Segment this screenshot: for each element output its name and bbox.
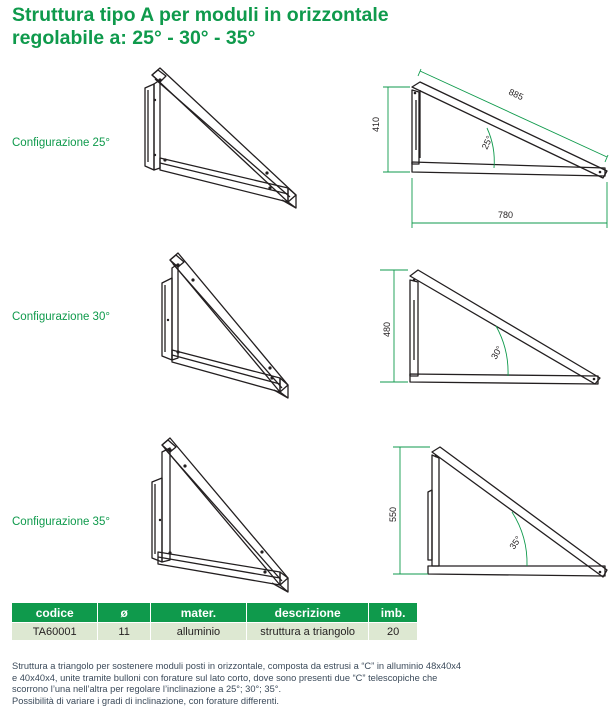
title-line-2: regolabile a: 25° - 30° - 35° xyxy=(12,27,256,49)
side-view-30 xyxy=(409,269,601,385)
header-descrizione: descrizione xyxy=(246,603,370,623)
config-30-label: Configurazione 30° xyxy=(12,311,110,323)
config-25-label: Configurazione 25° xyxy=(12,137,110,149)
side-view-25 xyxy=(411,81,608,179)
dim-height-35: 550 xyxy=(388,507,398,522)
header-diameter: ø xyxy=(97,603,151,623)
dim-length-25: 885 xyxy=(507,87,525,102)
technical-drawings: 410 885 780 25° 480 30° 550 35° xyxy=(144,67,609,593)
page-title: Struttura tipo A per moduli in orizzonta… xyxy=(12,4,389,50)
angle-25: 25° xyxy=(480,134,495,151)
dim-height-25: 410 xyxy=(371,117,381,132)
header-material: mater. xyxy=(150,603,248,623)
dim-base-25: 780 xyxy=(498,210,513,220)
spec-table: codice ø mater. descrizione imb. TA60001… xyxy=(12,603,417,640)
config-35-label: Configurazione 35° xyxy=(12,516,110,528)
title-line-1: Struttura tipo A per moduli in orizzonta… xyxy=(12,4,389,26)
description-paragraph-2: Possibilità di variare i gradi di inclin… xyxy=(12,695,279,706)
header-codice: codice xyxy=(12,603,99,623)
cell-material: alluminio xyxy=(150,622,248,640)
cell-codice: TA60001 xyxy=(12,622,99,640)
description-paragraph-1: Struttura a triangolo per sostenere modu… xyxy=(12,661,462,695)
perspective-frame-25 xyxy=(144,67,297,209)
angle-35: 35° xyxy=(507,534,523,551)
header-imb: imb. xyxy=(368,603,417,623)
angle-30: 30° xyxy=(489,344,505,361)
cell-descrizione: struttura a triangolo xyxy=(246,622,370,640)
product-description: Struttura a triangolo per sostenere modu… xyxy=(12,661,462,707)
table-row: TA60001 11 alluminio struttura a triango… xyxy=(12,622,417,640)
cell-imb: 20 xyxy=(368,622,417,640)
side-view-35 xyxy=(427,446,608,578)
cell-diameter: 11 xyxy=(97,622,151,640)
dim-height-30: 480 xyxy=(382,322,392,337)
spec-table-header: codice ø mater. descrizione imb. xyxy=(12,603,417,623)
perspective-frame-35 xyxy=(151,437,289,593)
perspective-frame-30 xyxy=(161,252,289,399)
